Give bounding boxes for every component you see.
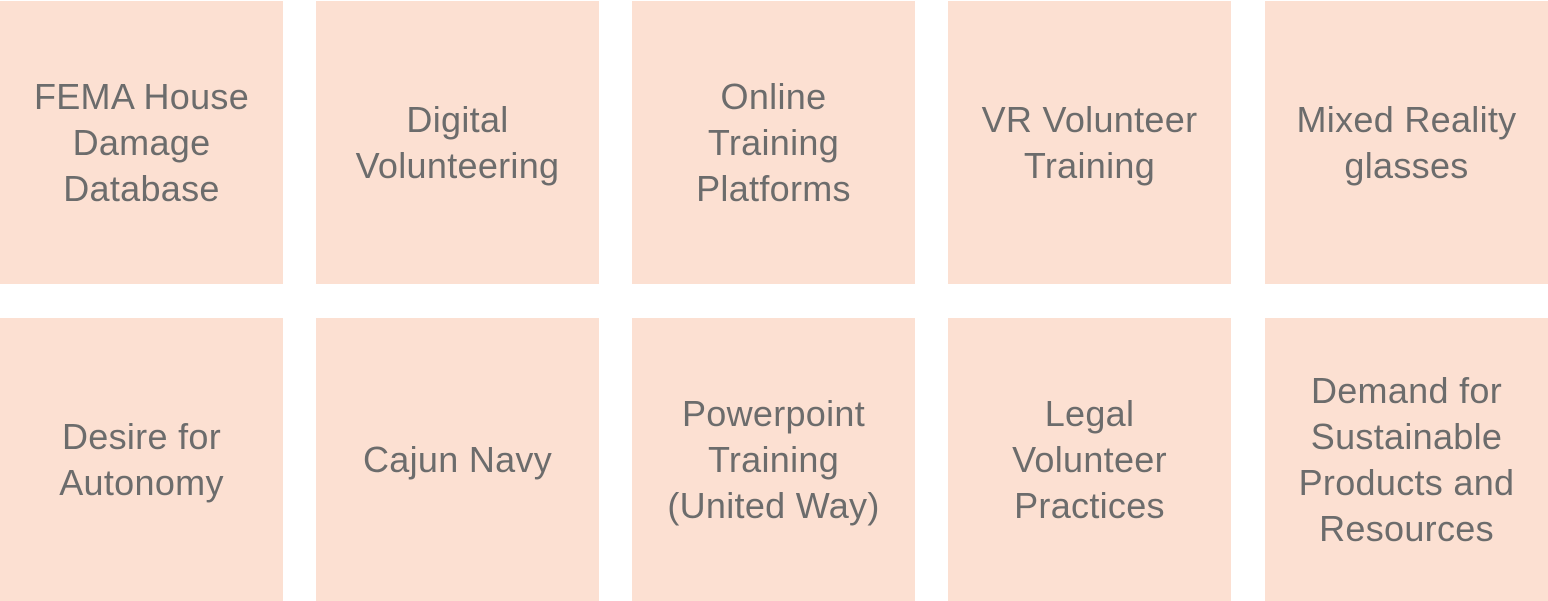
sticky-note-text: Legal Volunteer Practices — [1012, 392, 1167, 526]
sticky-note-mixed-reality-glasses[interactable]: Mixed Reality glasses — [1265, 1, 1548, 284]
sticky-note-text: Powerpoint Training (United Way) — [667, 392, 880, 526]
sticky-note-fema-house-damage-database[interactable]: FEMA House Damage Database — [0, 1, 283, 284]
sticky-note-text: Desire for Autonomy — [59, 415, 224, 503]
sticky-note-text: Digital Volunteering — [355, 98, 560, 186]
sticky-note-digital-volunteering[interactable]: Digital Volunteering — [316, 1, 599, 284]
sticky-note-text: Online Training Platforms — [696, 75, 851, 209]
sticky-note-powerpoint-training[interactable]: Powerpoint Training (United Way) — [632, 318, 915, 601]
sticky-note-text: Demand for Sustainable Products and Reso… — [1298, 369, 1515, 549]
sticky-note-demand-for-sustainable-products[interactable]: Demand for Sustainable Products and Reso… — [1265, 318, 1548, 601]
sticky-note-text: VR Volunteer Training — [981, 98, 1198, 186]
sticky-note-legal-volunteer-practices[interactable]: Legal Volunteer Practices — [948, 318, 1231, 601]
sticky-note-desire-for-autonomy[interactable]: Desire for Autonomy — [0, 318, 283, 601]
sticky-note-cajun-navy[interactable]: Cajun Navy — [316, 318, 599, 601]
sticky-note-vr-volunteer-training[interactable]: VR Volunteer Training — [948, 1, 1231, 284]
sticky-note-text: FEMA House Damage Database — [33, 75, 250, 209]
sticky-note-text: Mixed Reality glasses — [1296, 98, 1517, 186]
sticky-note-text: Cajun Navy — [362, 438, 553, 480]
sticky-note-online-training-platforms[interactable]: Online Training Platforms — [632, 1, 915, 284]
